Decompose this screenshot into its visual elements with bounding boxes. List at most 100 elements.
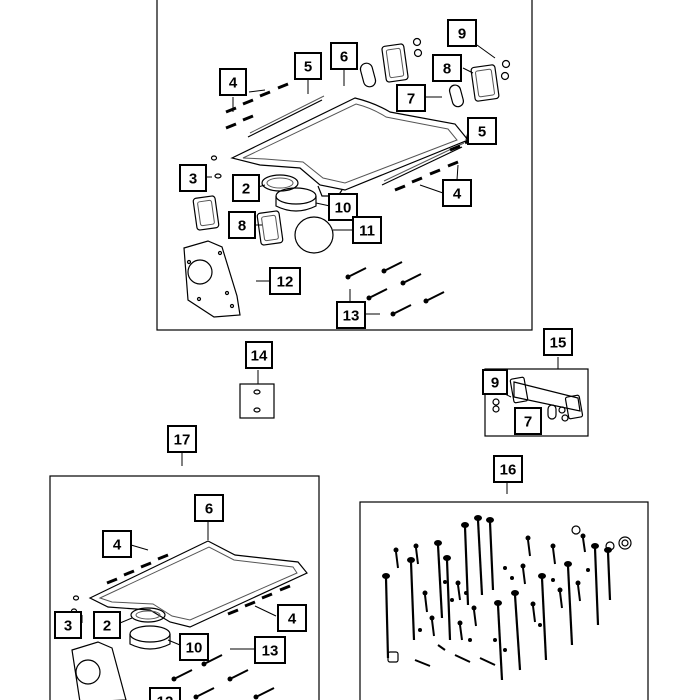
- callout-box: [277, 604, 307, 632]
- callout-label: 3: [189, 171, 197, 188]
- small-plate-gasket: [239, 383, 275, 419]
- square-gasket: [381, 43, 409, 83]
- callout-label: 6: [340, 49, 348, 66]
- callout-14: 14: [245, 341, 273, 369]
- callout-6: 6: [330, 42, 358, 70]
- callout-15: 15: [543, 328, 573, 356]
- gasket-bolt-holes: [186, 250, 235, 309]
- bolt-heads-2: [171, 661, 259, 700]
- callout-box: [228, 211, 256, 239]
- callout-16: 16: [493, 455, 523, 483]
- callout-4: 4: [102, 530, 132, 558]
- bolt-heads: [345, 268, 429, 317]
- callout-11: 11: [352, 216, 382, 244]
- seal-ring-2-inner: [135, 610, 161, 620]
- callout-4: 4: [442, 179, 472, 207]
- callout-box: [432, 54, 462, 82]
- callout-box: [245, 341, 273, 369]
- kit-15-o-rings: [492, 398, 569, 422]
- square-gasket-inner: [197, 199, 215, 227]
- callout-box: [93, 611, 121, 639]
- small-o-ring-2: [72, 595, 80, 601]
- callout-label: 2: [242, 181, 250, 198]
- callout-label: 8: [443, 61, 451, 78]
- callout-label: 13: [343, 308, 360, 325]
- callout-box: [149, 687, 181, 700]
- rear-main-seal-2-body: [129, 634, 171, 650]
- callout-13: 13: [336, 301, 366, 329]
- callout-label: 14: [251, 348, 268, 365]
- bolt-clusters: [418, 566, 590, 652]
- callout-box: [269, 267, 301, 295]
- callout-8: 8: [432, 54, 462, 82]
- callout-box: [328, 193, 358, 221]
- bolt-set-2: [175, 654, 275, 697]
- callout-label: 4: [113, 537, 122, 554]
- callout-9: 9: [482, 369, 508, 395]
- seal-dashes-2: [106, 553, 291, 616]
- rear-main-seal: [275, 187, 317, 205]
- callout-label: 4: [229, 75, 238, 92]
- tube-flange: [509, 376, 529, 404]
- tube-flange: [564, 394, 584, 420]
- callout-label: 8: [238, 218, 246, 235]
- oval-gasket: [359, 62, 377, 88]
- callout-box: [194, 494, 224, 522]
- callout-13: 13: [254, 636, 286, 664]
- callout-box: [232, 174, 260, 202]
- fittings: [387, 525, 632, 663]
- timing-cover-gasket-2-hole: [75, 659, 101, 685]
- square-gasket: [192, 195, 220, 231]
- long-head-bolts: [384, 519, 612, 681]
- kit-16-frame: [359, 501, 649, 700]
- square-gasket: [256, 210, 284, 246]
- callout-label: 15: [550, 335, 567, 352]
- rear-main-seal-2: [129, 625, 171, 643]
- callout-12: 12: [269, 267, 301, 295]
- callout-7: 7: [396, 84, 426, 112]
- callout-8: 8: [228, 211, 256, 239]
- seal-dashes: [225, 82, 473, 192]
- callout-10: 10: [328, 193, 358, 221]
- callout-10: 10: [179, 633, 209, 661]
- seal-ring-inner: [266, 177, 294, 189]
- seal-ring-2: [130, 607, 166, 623]
- callout-box: [167, 425, 197, 453]
- callout-box: [179, 633, 209, 661]
- callout-3: 3: [54, 611, 82, 639]
- callout-label: 9: [491, 375, 499, 392]
- callout-box: [493, 455, 523, 483]
- callout-4: 4: [219, 68, 247, 96]
- callout-box: [352, 216, 382, 244]
- square-gasket-inner: [385, 47, 405, 79]
- callout-layer: 9456875324108111213141597171664324101312: [54, 19, 573, 700]
- callout-box: [482, 369, 508, 395]
- square-gasket-inner: [261, 214, 279, 242]
- kit-17-frame: [49, 475, 320, 700]
- seal-strip: [247, 99, 323, 138]
- callout-label: 7: [524, 414, 532, 431]
- callout-box: [102, 530, 132, 558]
- callout-label: 7: [407, 91, 415, 108]
- callout-box: [330, 42, 358, 70]
- square-gasket-inner: [475, 68, 495, 98]
- callout-label: 4: [453, 186, 462, 203]
- square-gasket: [470, 64, 500, 102]
- large-o-ring: [294, 216, 334, 254]
- callout-label: 10: [186, 640, 203, 657]
- callout-box: [467, 117, 497, 145]
- callout-label: 17: [174, 432, 191, 449]
- callout-box: [179, 164, 207, 192]
- callout-5: 5: [467, 117, 497, 145]
- callout-label: 3: [64, 618, 72, 635]
- callout-box: [294, 52, 322, 80]
- short-bolt-heads: [393, 533, 586, 626]
- callout-label: 10: [335, 200, 352, 217]
- callout-label: 2: [103, 618, 111, 635]
- plate-holes: [253, 389, 261, 413]
- callout-box: [514, 407, 542, 435]
- callout-label: 6: [205, 501, 213, 518]
- oval-gasket: [448, 84, 465, 108]
- short-bolts: [395, 537, 586, 667]
